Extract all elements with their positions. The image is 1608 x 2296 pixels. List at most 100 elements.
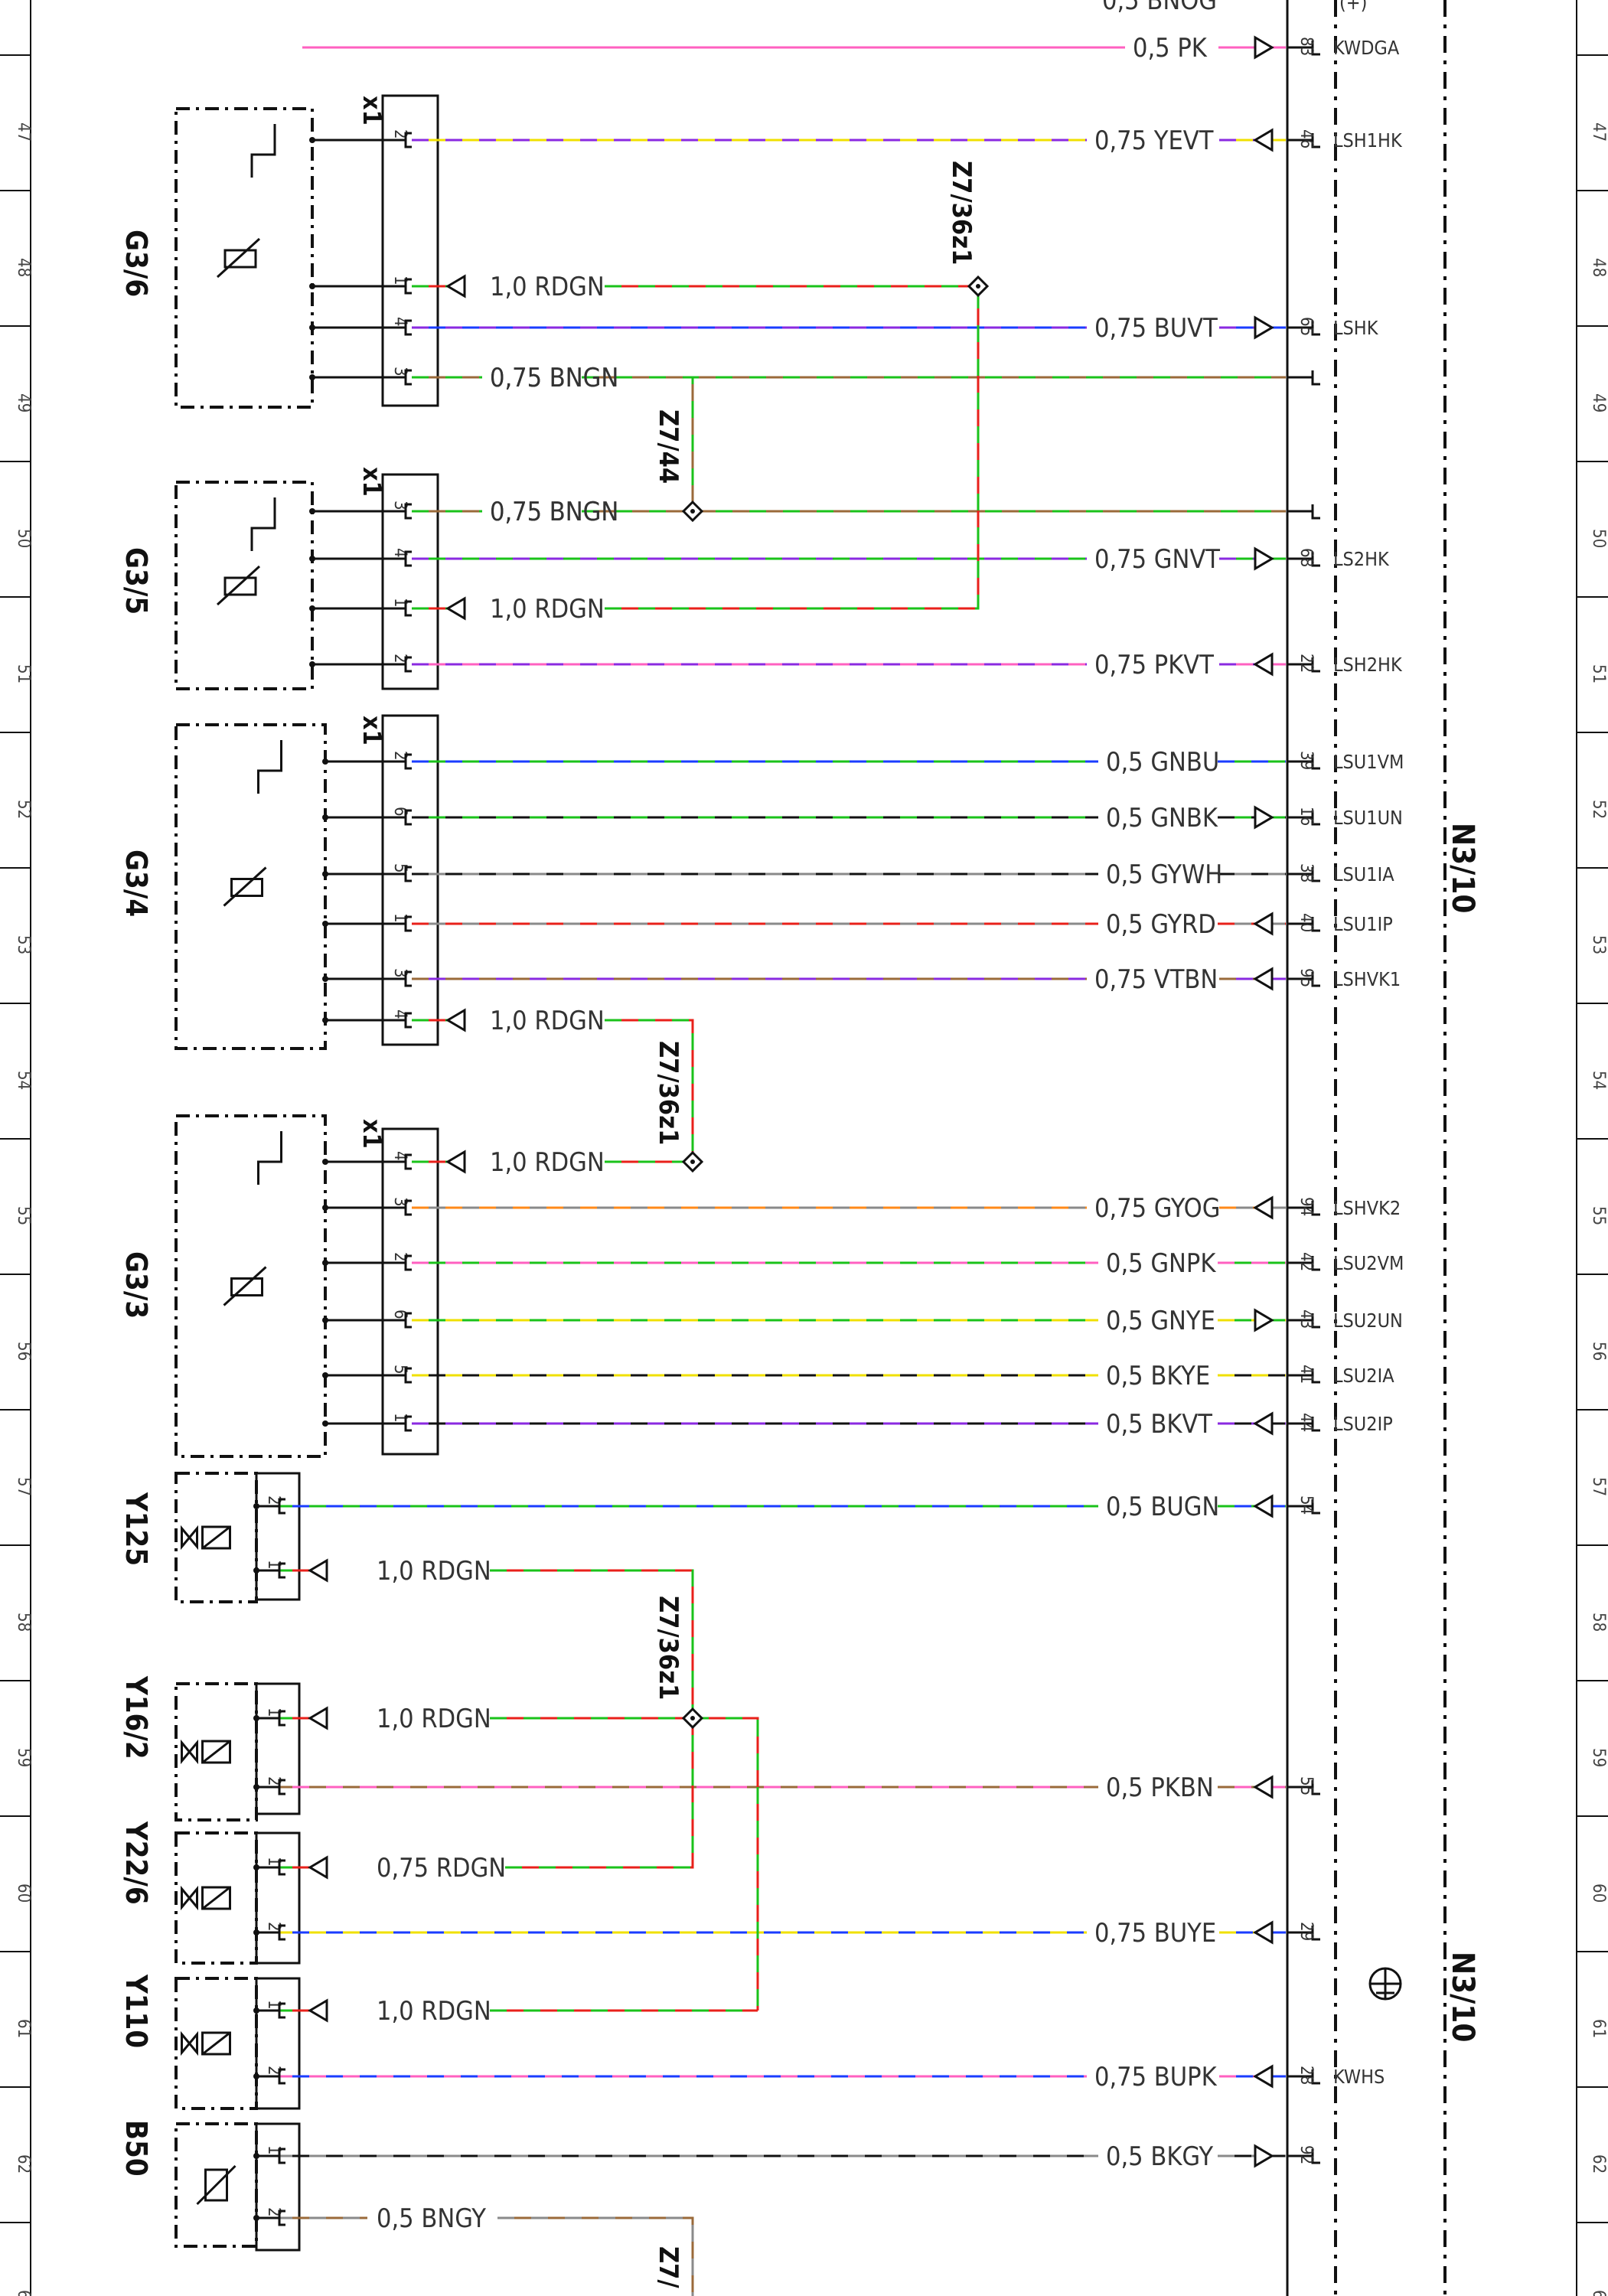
connector-pin <box>273 1924 285 1941</box>
ecu-pin-number: 43 <box>1297 1309 1316 1329</box>
junction-dot <box>253 1503 259 1509</box>
wire-stripe <box>582 376 694 509</box>
ecu-pin-number: 83 <box>1297 37 1316 56</box>
ecu-pin-terminal <box>1306 657 1320 673</box>
row-number-right: 55 <box>1589 1206 1608 1225</box>
wire-base <box>490 1717 759 2011</box>
ecu-pin-number: 65 <box>1297 317 1316 336</box>
splice-dot <box>690 1159 695 1164</box>
ecu-pin-number: 22 <box>1297 654 1316 673</box>
component-id: B50 <box>119 2120 153 2177</box>
wire-arrow <box>1253 128 1274 152</box>
row-number-left: 62 <box>14 2154 33 2174</box>
coil-diagonal <box>201 1886 231 1910</box>
wire-label: 1,0 RDGN <box>490 1147 605 1178</box>
connector-housing <box>255 1472 301 1601</box>
connector-housing <box>255 1831 301 1965</box>
ecu-pin-number: 95 <box>1297 968 1316 987</box>
row-number-right: 60 <box>1589 1883 1608 1903</box>
junction-dot <box>322 1372 328 1378</box>
row-number-right: 48 <box>1589 258 1608 277</box>
junction-dot <box>253 1864 259 1870</box>
splice-dot <box>976 284 980 289</box>
connector-pin <box>273 2068 285 2085</box>
splice-label: Z7/36z1 <box>653 1596 683 1700</box>
row-number-right: 56 <box>1589 1342 1608 1361</box>
wire-base <box>505 1718 694 1869</box>
wire-label: 0,5 GNBK <box>1106 803 1218 833</box>
wire-arrow <box>1254 315 1274 340</box>
wire-stripe <box>497 2216 694 2296</box>
arrow-mark <box>308 1855 328 1880</box>
signal-name: LSHVK2 <box>1333 1197 1401 1219</box>
ecu-pin-terminal <box>1306 1201 1320 1216</box>
splice-label: Z7/44 <box>653 409 683 484</box>
connector-pin <box>273 1710 285 1727</box>
partial-signal-label: (+) <box>1339 0 1367 14</box>
variable-resistor-icon <box>223 866 267 907</box>
component-outline <box>174 2122 258 2248</box>
connector-housing <box>255 1682 301 1815</box>
junction-dot <box>309 325 315 331</box>
valve-icon <box>181 1739 198 1765</box>
sensor-element-icon <box>230 1277 263 1296</box>
row-number-right: 58 <box>1589 1613 1608 1632</box>
row-number-left: 48 <box>14 258 33 277</box>
arrow-mark <box>308 1998 328 2023</box>
ecu-pin-terminal <box>1306 972 1320 987</box>
junction-dot <box>309 605 315 612</box>
connector-pin <box>400 970 412 987</box>
signal-name: LSU2IP <box>1333 1413 1393 1435</box>
connector-pin <box>273 1562 285 1579</box>
arrow-mark <box>445 1008 466 1032</box>
junction-dot <box>322 1205 328 1211</box>
ecu-pin-terminal <box>1306 321 1320 336</box>
component-outline <box>174 107 314 409</box>
row-number-right: 62 <box>1589 2154 1608 2174</box>
junction-dot <box>309 374 315 380</box>
wire-label: 0,5 BKYE <box>1106 1361 1210 1391</box>
ecu-pin-terminal <box>1306 1417 1320 1432</box>
wire-rdgn-y162-tail <box>490 1717 759 2011</box>
ecu-pin-terminal <box>1306 133 1320 148</box>
connector-pin <box>400 1254 412 1271</box>
row-number-left: 59 <box>14 1748 33 1767</box>
component-id: G3/6 <box>119 230 153 297</box>
wire-label: 0,75 BUYE <box>1094 1918 1216 1949</box>
wire-arrow <box>1254 2144 1274 2168</box>
row-number-left: 47 <box>14 122 33 142</box>
row-number-left: 58 <box>14 1613 33 1632</box>
ecu-pin-terminal <box>1306 1926 1320 1941</box>
junction-dot <box>322 1017 328 1023</box>
row-number-left: 55 <box>14 1206 33 1225</box>
wire-stripe <box>605 286 980 610</box>
signal-name: LSH1HK <box>1333 129 1403 152</box>
connector-pin <box>400 132 412 148</box>
wire-arrow <box>1253 652 1274 677</box>
signal-name: LSHK <box>1333 317 1379 339</box>
wires-layer <box>276 46 1313 2296</box>
connector-pin <box>273 1859 285 1876</box>
connector-label: x1 <box>357 1119 387 1149</box>
coil-diagonal <box>201 1740 231 1764</box>
wire-label: 1,0 RDGN <box>377 1704 491 1734</box>
solenoid-coil-icon <box>201 1525 231 1550</box>
splice-label: Z7/36z1 <box>653 1041 683 1145</box>
junction-dot <box>309 661 315 667</box>
ecu-pin-number: 44 <box>1297 1413 1316 1432</box>
splice-label: Z7/36z1 <box>946 161 977 265</box>
valve-icon <box>181 1525 198 1551</box>
wire-arrow <box>1254 546 1274 571</box>
row-number-right: 50 <box>1589 529 1608 548</box>
wire-label: 1,0 RDGN <box>490 1006 605 1036</box>
splice-dot <box>690 1716 695 1720</box>
junction-dot <box>253 1567 259 1574</box>
ecu-pin-terminal <box>1306 1499 1320 1515</box>
component-id: Y110 <box>119 1974 153 2048</box>
temperature-sensor-icon <box>204 2168 228 2202</box>
sensor-element-icon <box>230 878 263 897</box>
component-outline <box>174 1472 258 1603</box>
row-number-left: 63 <box>14 2290 33 2296</box>
